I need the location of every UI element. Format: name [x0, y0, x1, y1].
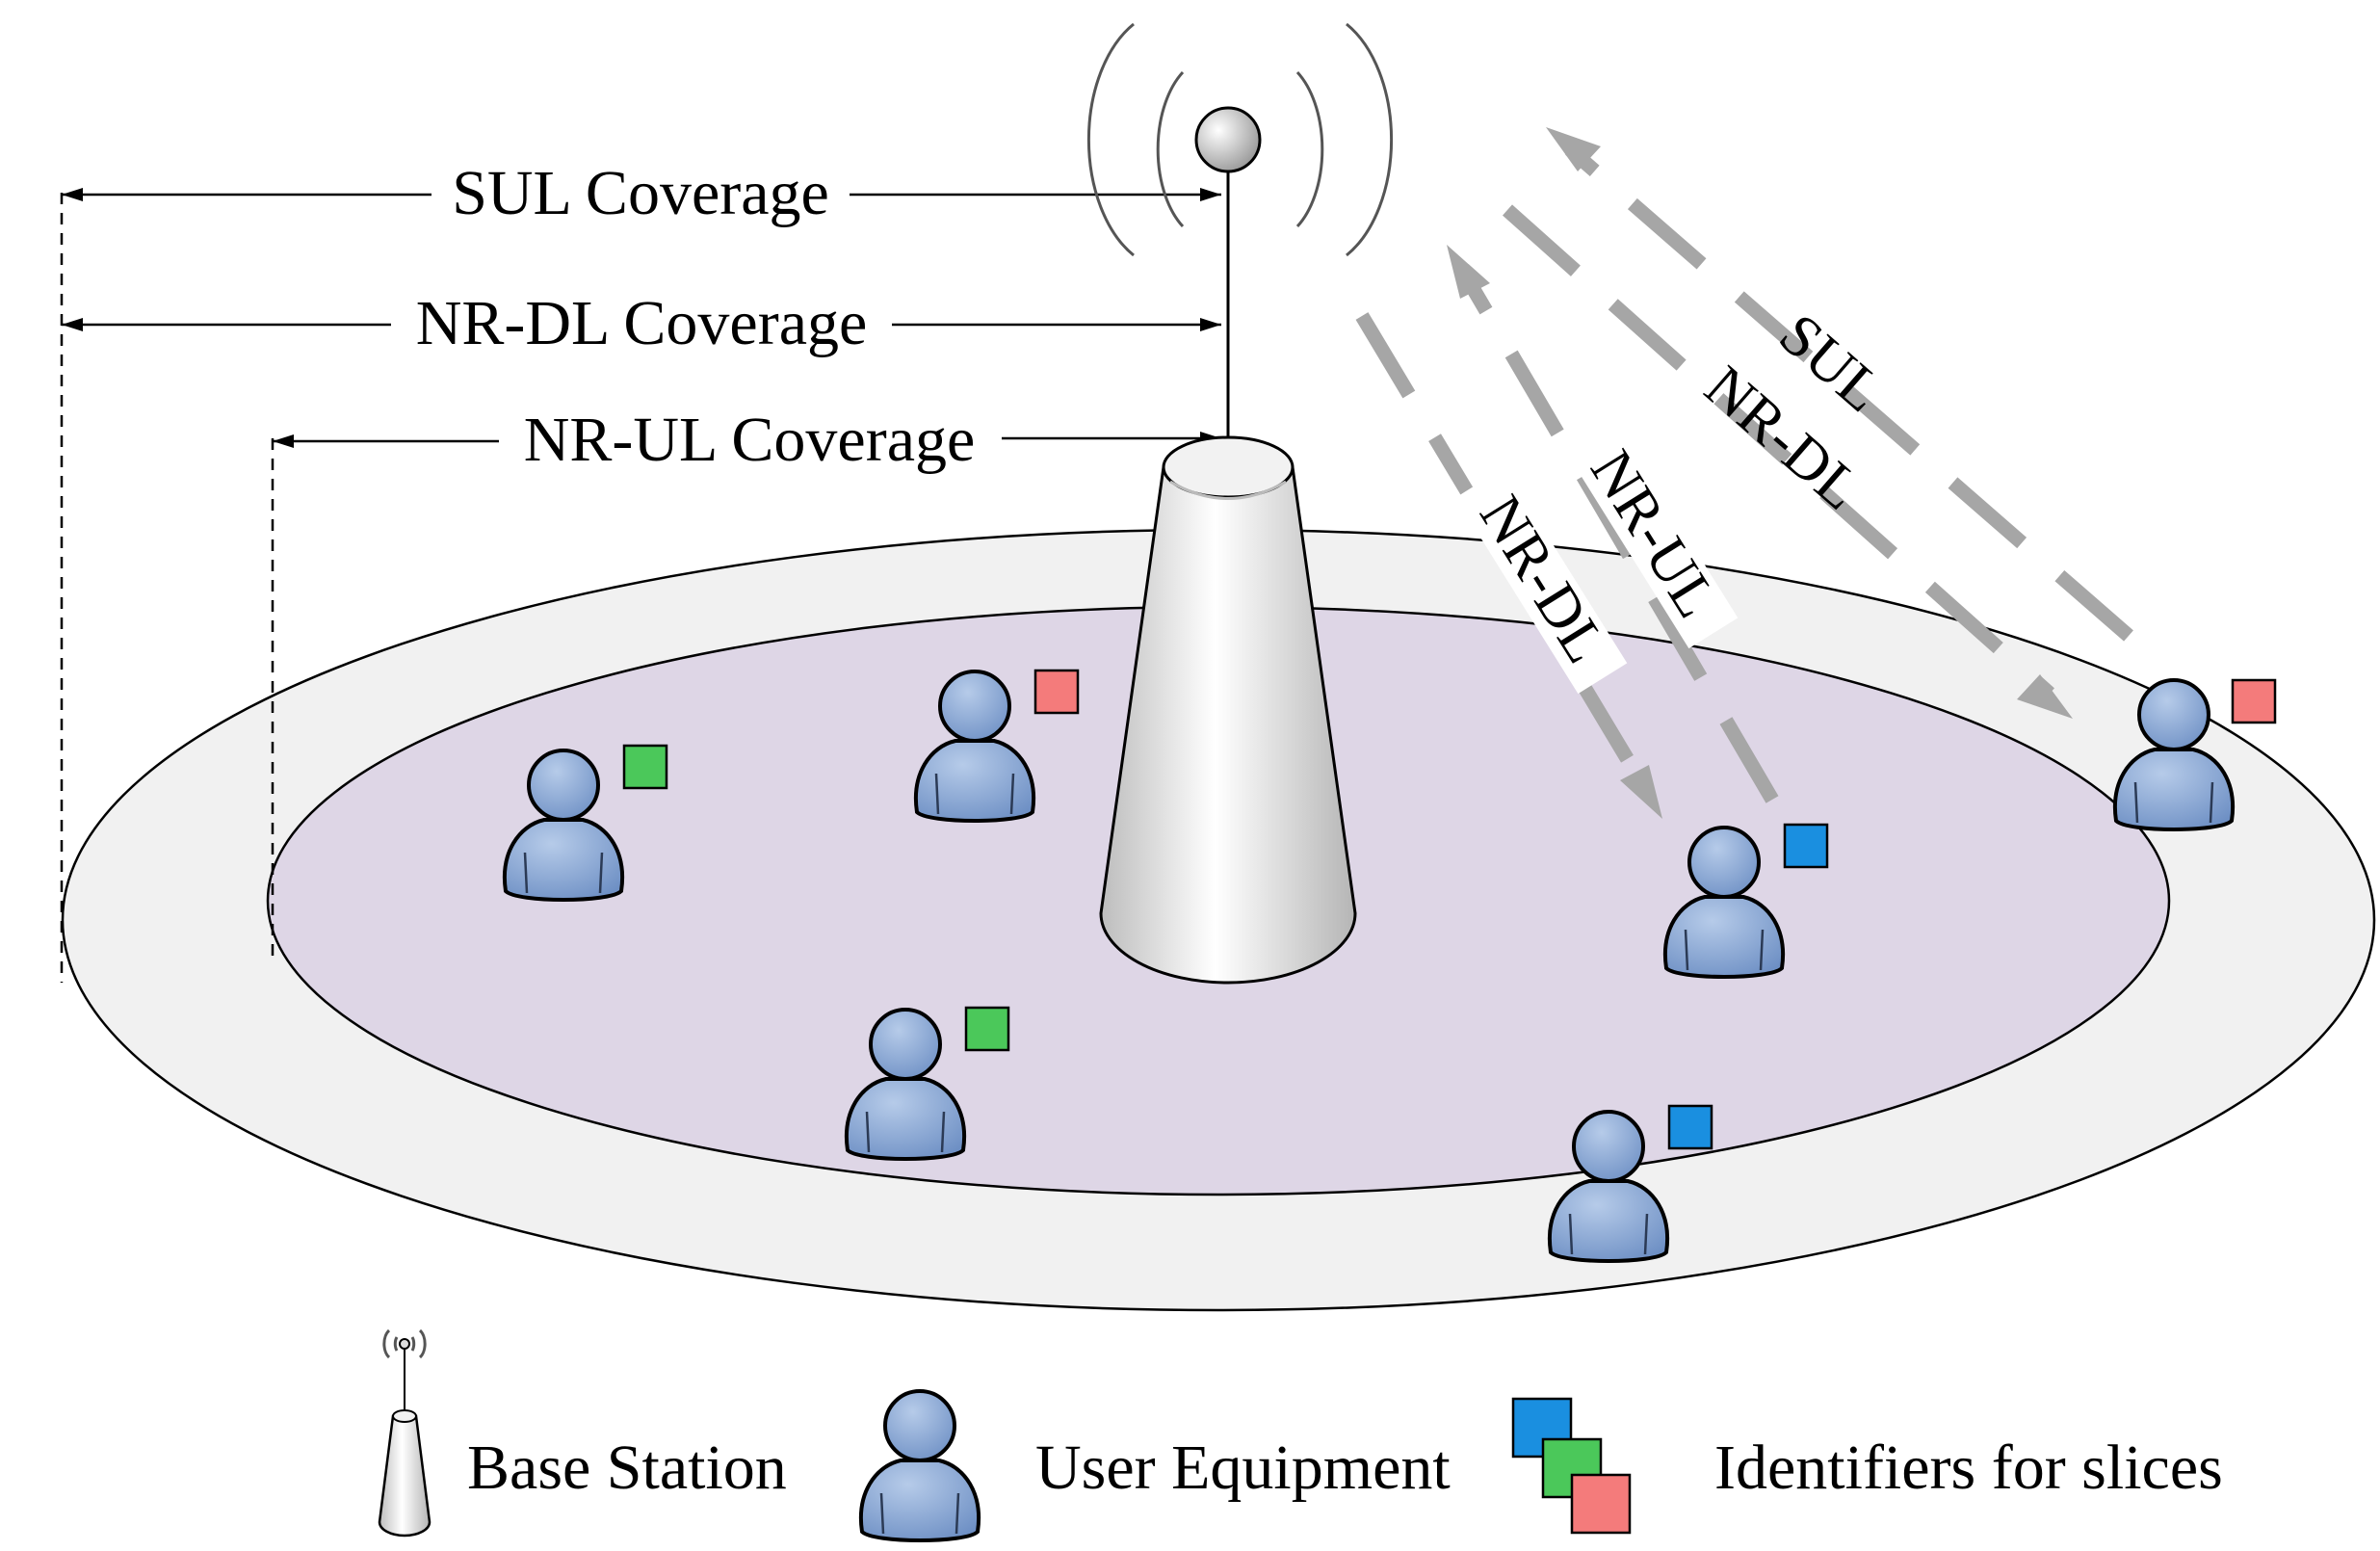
slice-identifier-red: [2231, 678, 2277, 724]
legend-user-equipment-icon: [858, 1389, 981, 1542]
nr-ul-coverage-dimension: [273, 432, 1221, 448]
nr-dl-downlink-arrow-far: [1503, 204, 2073, 719]
legend-user-equipment-label: User Equipment: [1035, 1433, 1451, 1503]
legend-slice-identifiers-icon: [1511, 1397, 1632, 1535]
nr-dl-downlink-arrow-near: [1355, 312, 1662, 819]
slice-identifier-blue: [1667, 1104, 1713, 1150]
nr-dl-coverage-label: NR-DL Coverage: [416, 288, 868, 358]
sul-uplink-arrow: [1546, 127, 2133, 642]
sul-coverage-dimension: [62, 188, 1221, 201]
legend-slice-identifiers-label: Identifiers for slices: [1714, 1433, 2223, 1503]
slice-identifier-blue: [1783, 823, 1829, 869]
legend-base-station-label: Base Station: [467, 1433, 787, 1503]
slice-identifier-green: [622, 744, 668, 790]
nr-ul-uplink-arrow: [1447, 245, 1779, 803]
sul-coverage-label: SUL Coverage: [452, 158, 829, 228]
slice-identifier-red: [1033, 669, 1080, 715]
nr-dl-coverage-dimension: [62, 318, 1221, 331]
nr-ul-coverage-label: NR-UL Coverage: [524, 405, 976, 475]
base-station-icon: [1086, 22, 1394, 985]
slice-identifier-green: [964, 1006, 1010, 1052]
legend-base-station-icon: [378, 1328, 432, 1538]
